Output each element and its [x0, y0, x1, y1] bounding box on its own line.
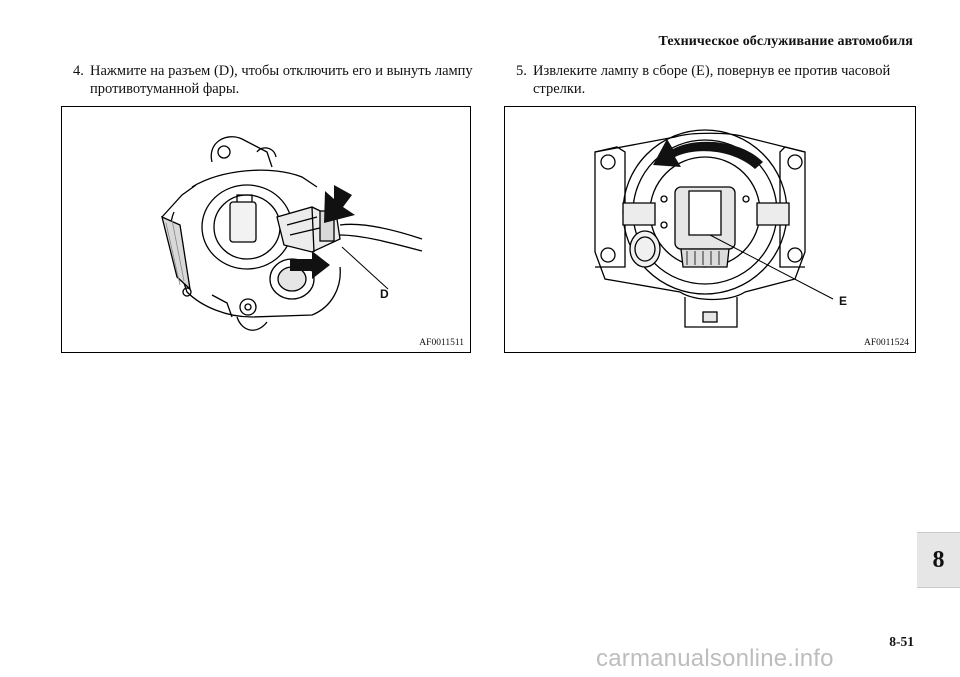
- callout-d: D: [380, 287, 389, 301]
- step-5: 5. Извлеките лампу в сборе (E), повернув…: [516, 62, 916, 98]
- fog-lamp-bulb-illustration: [594, 129, 834, 328]
- figure-code: AF0011511: [419, 338, 464, 348]
- step-4-text: Нажмите на разъем (D), чтобы отключить е…: [90, 63, 473, 97]
- fog-lamp-connector-illustration: [161, 136, 423, 331]
- counterclockwise-arrow-icon: [653, 139, 763, 169]
- step-4: 4. Нажмите на разъем (D), чтобы отключит…: [73, 62, 473, 98]
- step-5-number: 5.: [516, 63, 527, 79]
- pull-arrow-icon: [290, 251, 330, 279]
- page-number: 8-51: [889, 634, 914, 649]
- step-4-number: 4.: [73, 63, 84, 79]
- push-arrow-icon: [324, 185, 355, 223]
- figure-bulb-removal: E AF0011524: [504, 106, 916, 353]
- running-header: Техническое обслуживание автомобиля: [658, 34, 913, 49]
- watermark: carmanualsonline.info: [596, 645, 834, 672]
- callout-e: E: [839, 294, 848, 308]
- figure-code: AF0011524: [863, 338, 909, 348]
- step-5-text: Извлеките лампу в сборе (E), повернув ее…: [533, 63, 891, 97]
- figure-connector-disconnect: D AF0011511: [61, 106, 471, 353]
- chapter-tab: 8: [917, 532, 960, 588]
